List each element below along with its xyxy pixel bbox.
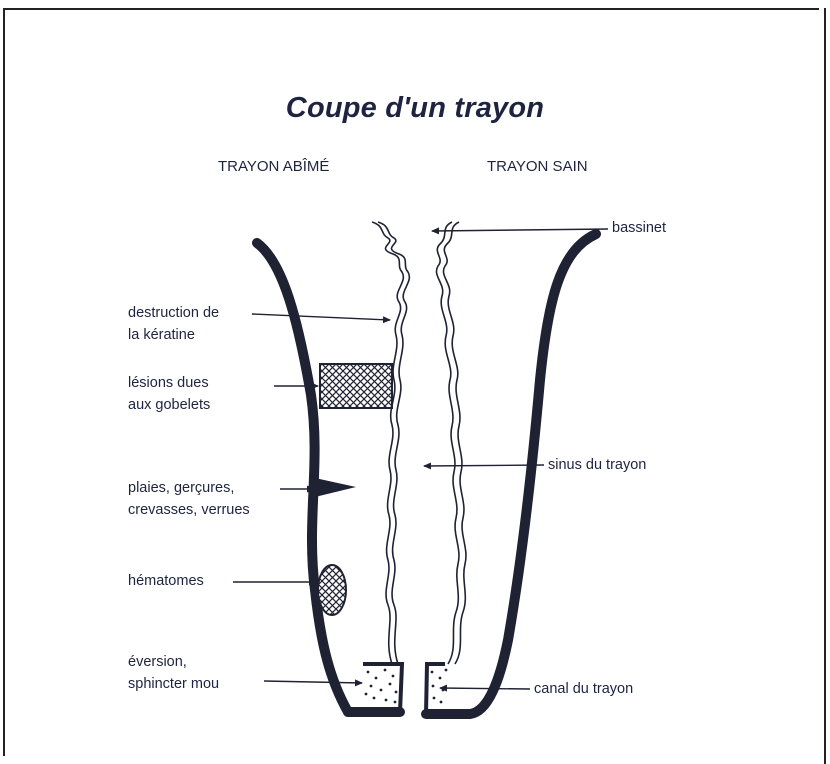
arrow-bassinet <box>432 229 608 231</box>
lesions-hatched-area <box>320 364 392 408</box>
arrow-sinus <box>424 465 544 466</box>
label-sinus-du-trayon: sinus du trayon <box>548 454 646 476</box>
right-inner-lining <box>436 222 465 664</box>
label-canal-du-trayon: canal du trayon <box>534 678 633 700</box>
arrow-destruction <box>252 314 390 320</box>
right-canal-dots <box>431 669 448 704</box>
label-hematomes: hématomes <box>128 570 204 592</box>
label-bassinet: bassinet <box>612 217 666 239</box>
left-inner-lining <box>372 222 409 664</box>
hematoma-hatched-area <box>318 565 346 615</box>
arrow-eversion <box>264 681 362 683</box>
arrow-canal <box>440 688 530 689</box>
wound-triangle <box>315 478 356 497</box>
label-eversion-sphincter: éversion, sphincter mou <box>128 651 219 695</box>
label-lesions-gobelets: lésions dues aux gobelets <box>128 372 210 416</box>
label-destruction-keratine: destruction de la kératine <box>128 302 219 346</box>
left-teat-outer-wall <box>257 243 400 712</box>
left-canal-dots <box>365 669 398 704</box>
label-plaies-gercures: plaies, gerçures, crevasses, verrues <box>128 477 250 521</box>
